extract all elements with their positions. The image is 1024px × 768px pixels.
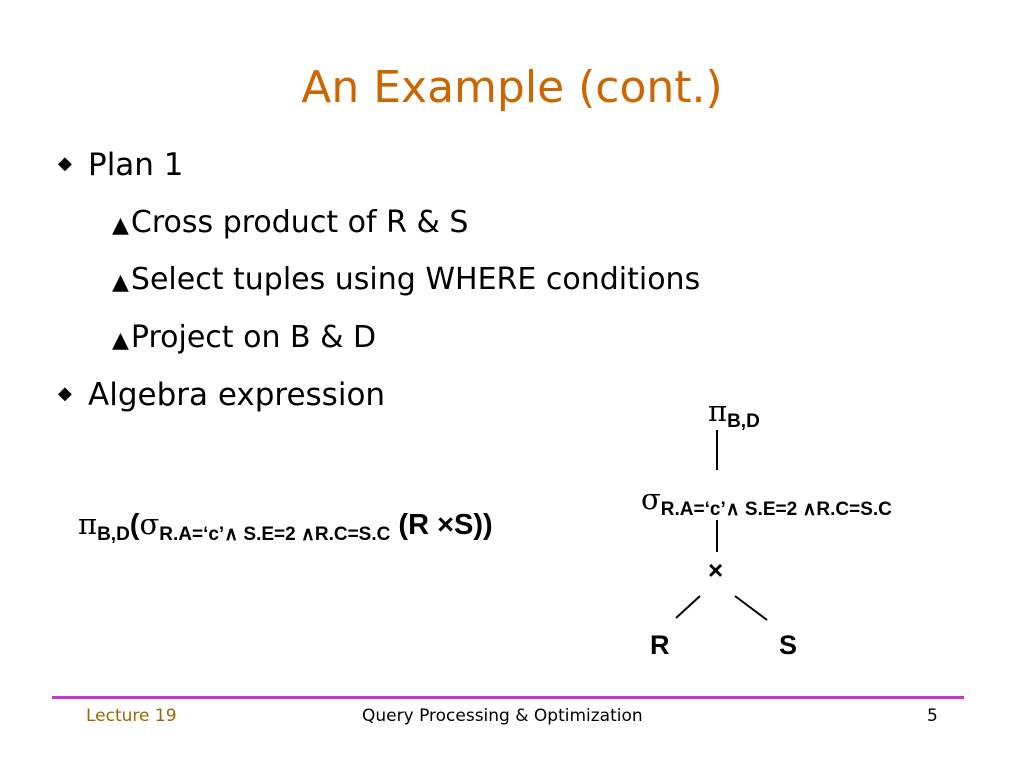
sub-bullet-text: Project on B & D <box>130 320 377 355</box>
cross-product-operands: (R ×S)) <box>390 509 493 541</box>
footer-lecture: Lecture 19 <box>86 706 177 726</box>
bullet-text: Algebra expression <box>88 377 386 413</box>
projection-attributes: B,D <box>97 524 130 545</box>
algebra-expression: πB,D(σR.A=‘c’∧ S.E=2 ∧R.C=S.C (R ×S)) <box>78 507 493 545</box>
open-paren: ( <box>129 509 140 541</box>
edge-cross-r <box>675 595 701 619</box>
sub-bullet-project: ▲ Project on B & D <box>112 320 376 355</box>
pi-symbol: π <box>78 507 98 541</box>
pi-symbol: π <box>708 394 728 428</box>
footer-course-title: Query Processing & Optimization <box>362 706 643 726</box>
slide-title: An Example (cont.) <box>301 62 723 113</box>
triangle-flag-bullet-icon: ▲ <box>112 213 129 238</box>
footer-divider <box>52 696 964 699</box>
triangle-flag-bullet-icon: ▲ <box>112 270 129 295</box>
edge-cross-s <box>734 595 768 621</box>
sub-bullet-select-tuples: ▲ Select tuples using WHERE conditions <box>112 262 700 297</box>
bullet-plan-1: ◆ Plan 1 <box>58 147 184 183</box>
tree-projection-node: πB,D <box>708 394 760 432</box>
tree-leaf-s: S <box>779 630 798 660</box>
selection-condition: R.A=‘c’∧ S.E=2 ∧R.C=S.C <box>159 524 391 545</box>
selection-condition: R.A=‘c’∧ S.E=2 ∧R.C=S.C <box>660 499 892 520</box>
tree-cross-product-node: × <box>708 555 724 585</box>
projection-attributes: B,D <box>727 411 760 432</box>
tree-selection-node: σR.A=‘c’∧ S.E=2 ∧R.C=S.C <box>641 482 892 520</box>
tree-leaf-r: R <box>650 630 670 660</box>
footer-page-number: 5 <box>927 706 938 726</box>
bullet-algebra-expression: ◆ Algebra expression <box>58 377 385 413</box>
diamond-bullet-icon: ◆ <box>58 383 72 404</box>
diamond-bullet-icon: ◆ <box>58 153 72 174</box>
sub-bullet-text: Select tuples using WHERE conditions <box>130 262 701 297</box>
sigma-symbol: σ <box>641 482 661 516</box>
triangle-flag-bullet-icon: ▲ <box>112 328 129 353</box>
sub-bullet-text: Cross product of R & S <box>130 205 469 240</box>
sigma-symbol: σ <box>139 507 160 541</box>
sub-bullet-cross-product: ▲ Cross product of R & S <box>112 205 468 240</box>
bullet-text: Plan 1 <box>88 147 184 183</box>
